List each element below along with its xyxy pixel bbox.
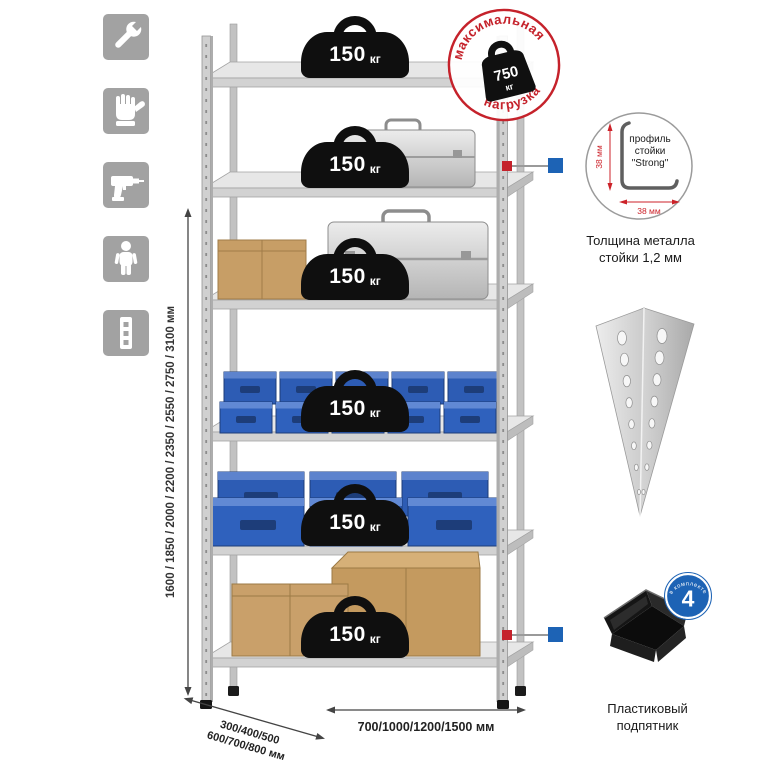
- callout-marker-red-top: [502, 161, 512, 171]
- wrench-icon: [115, 19, 144, 48]
- included-quantity-badge: в комплекте 4: [664, 572, 712, 620]
- load-unit: кг: [369, 405, 381, 420]
- stamp-weight-body: [481, 50, 536, 102]
- gloves-icon: [116, 94, 145, 126]
- foot-caption-line2: подпятник: [616, 718, 679, 733]
- foot-caption-line1: Пластиковый: [607, 701, 688, 716]
- load-value: 150: [329, 397, 366, 420]
- profile-caption: Толщина металла стойки 1,2 мм: [568, 232, 713, 266]
- feature-icon-person: [103, 236, 149, 282]
- stamp-load-value: 750: [492, 64, 520, 85]
- profile-caption-line1: Толщина металла: [586, 233, 695, 248]
- max-load-stamp: максимальная нагрузка 750 кг: [442, 1, 561, 122]
- stamp-weight-handle: [488, 40, 515, 58]
- weight-handle: [333, 126, 377, 152]
- callout-marker-blue-top: [548, 158, 563, 173]
- load-unit: кг: [369, 161, 381, 176]
- person-icon: [114, 241, 138, 275]
- post-profile-detail: 38 мм 38 мм профиль стойки "Strong": [585, 112, 693, 220]
- profile-angle-drawing: [620, 121, 679, 190]
- weight-handle: [333, 16, 377, 42]
- weight-handle: [333, 596, 377, 622]
- weight-handle: [333, 238, 377, 264]
- callout-line-top: [506, 165, 558, 167]
- stamp-load-unit: кг: [504, 81, 515, 93]
- load-value: 150: [329, 511, 366, 534]
- cardboard-box-small: [217, 239, 307, 300]
- depth-dimension: 300/400/500 600/700/800 мм: [183, 697, 325, 763]
- weight-handle: [333, 484, 377, 510]
- feature-icon-drill: [103, 162, 149, 208]
- badge-value: 4: [682, 585, 695, 611]
- load-value: 150: [329, 153, 366, 176]
- foot-caption: Пластиковый подпятник: [575, 700, 720, 734]
- load-unit: кг: [369, 51, 381, 66]
- profile-dim-horizontal: 38 мм: [637, 206, 661, 216]
- width-dimension: 700/1000/1200/1500 мм: [326, 706, 526, 734]
- feature-icon-gloves: [103, 88, 149, 134]
- callout-line-bottom: [506, 634, 558, 636]
- callout-marker-red-bottom: [502, 630, 512, 640]
- profile-dim-vertical: 38 мм: [594, 145, 604, 169]
- rear-post-right: [516, 23, 525, 689]
- perforated-angle-post-image: [595, 307, 695, 517]
- width-values-label: 700/1000/1200/1500 мм: [358, 720, 495, 734]
- plastic-foot-image: [603, 589, 689, 662]
- load-unit: кг: [369, 273, 381, 288]
- height-values-label: 1600 / 1850 / 2000 / 2200 / 2350 / 2550 …: [165, 306, 177, 598]
- profile-label-1: профиль: [629, 133, 670, 145]
- feature-icon-post: [103, 310, 149, 356]
- load-value: 150: [329, 265, 366, 288]
- drill-icon: [111, 176, 144, 201]
- load-unit: кг: [369, 519, 381, 534]
- weight-handle: [333, 370, 377, 396]
- load-value: 150: [329, 623, 366, 646]
- height-dimension: 1600 / 1850 / 2000 / 2200 / 2350 / 2550 …: [165, 208, 192, 696]
- perforated-post-icon: [120, 317, 132, 349]
- load-unit: кг: [369, 631, 381, 646]
- plastic-foot-right: [497, 700, 509, 709]
- feature-icon-tools: [103, 14, 149, 60]
- callout-marker-blue-bottom: [548, 627, 563, 642]
- profile-label-2: стойки: [635, 146, 666, 157]
- profile-label-3: "Strong": [632, 158, 669, 169]
- load-value: 150: [329, 43, 366, 66]
- profile-caption-line2: стойки 1,2 мм: [599, 250, 682, 265]
- perforation-holes: [617, 328, 668, 495]
